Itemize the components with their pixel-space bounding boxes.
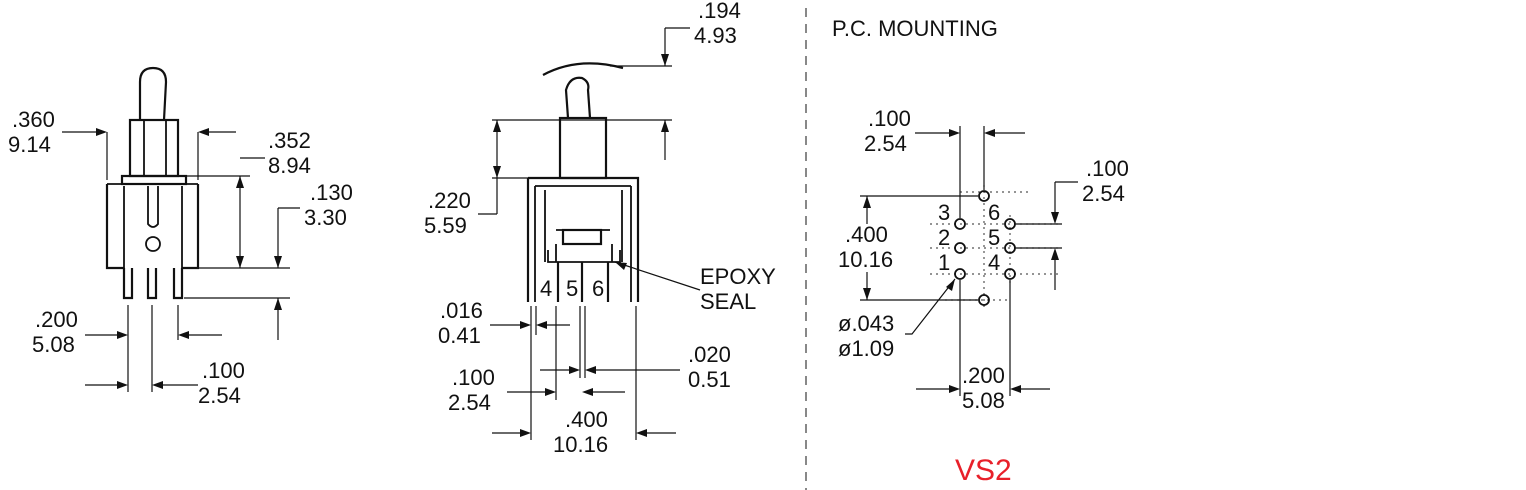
pcb-pin-4: 4 [988,250,1000,275]
pcb-dim-100-top-inch: .100 [868,106,911,131]
dim-194-mm: 4.93 [694,23,737,48]
pcb-hole [954,268,966,280]
dim-016-inch: .016 [440,298,483,323]
pcb-hole-dia-inch: ø.043 [838,311,894,336]
pcb-dim-100-right-mm: 2.54 [1082,181,1125,206]
section-title: P.C. MOUNTING [832,16,998,41]
dim-200-mm: 5.08 [32,332,75,357]
dim-352-mm: 8.94 [268,153,311,178]
pcb-hole [978,190,990,202]
dim-020-inch: .020 [688,342,731,367]
dim-100-mm-front: 2.54 [448,390,491,415]
pcb-hole [978,294,990,306]
pin-4-label: 4 [540,276,552,301]
pcb-dim-400-inch: .400 [845,222,888,247]
side-view: .360 9.14 .352 8.94 .130 3.30 .200 5.08 [8,66,353,408]
pcb-hole [1004,242,1016,254]
dim-016-mm: 0.41 [438,323,481,348]
dim-020-mm: 0.51 [688,367,731,392]
dim-130-inch: .130 [310,180,353,205]
dim-220-mm: 5.59 [424,213,467,238]
pcb-mounting-view: P.C. MOUNTING 3 2 1 6 5 4 .100 2.54 [832,16,1129,487]
pcb-dim-200-inch: .200 [962,363,1005,388]
pcb-dim-400-mm: 10.16 [838,247,893,272]
dim-360-inch: .360 [12,107,55,132]
pcb-dim-100-right-inch: .100 [1086,156,1129,181]
dim-400-inch: .400 [565,407,608,432]
dim-194-inch: .194 [698,0,741,23]
pcb-hole-dia-mm: ø1.09 [838,336,894,361]
dim-400-mm: 10.16 [553,432,608,457]
pcb-hole [1004,218,1016,230]
dim-100-inch-front: .100 [452,365,495,390]
dim-100-mm: 2.54 [198,383,241,408]
pcb-pin-6: 6 [988,200,1000,225]
pcb-dim-200-mm: 5.08 [962,388,1005,413]
pcb-pin-3: 3 [938,200,950,225]
dim-220-inch: .220 [428,188,471,213]
pcb-pin-1: 1 [938,250,950,275]
dim-100-inch: .100 [202,358,245,383]
pcb-hole [954,242,966,254]
epoxy-label: EPOXY [700,264,776,289]
front-view: 4 5 6 .194 4.93 .220 5.59 EPOXY SEAL [424,0,776,457]
dim-360-mm: 9.14 [8,132,51,157]
pcb-hole [954,218,966,230]
dim-130-mm: 3.30 [304,205,347,230]
dim-200-inch: .200 [35,307,78,332]
pin-5-label: 5 [566,276,578,301]
pin-6-label: 6 [592,276,604,301]
pcb-pin-2: 2 [938,225,950,250]
dim-352-inch: .352 [268,128,311,153]
part-code: VS2 [955,454,1012,487]
pcb-hole [1004,268,1016,280]
pcb-dim-100-top-mm: 2.54 [864,131,907,156]
pcb-pin-5: 5 [988,225,1000,250]
seal-label: SEAL [700,289,756,314]
